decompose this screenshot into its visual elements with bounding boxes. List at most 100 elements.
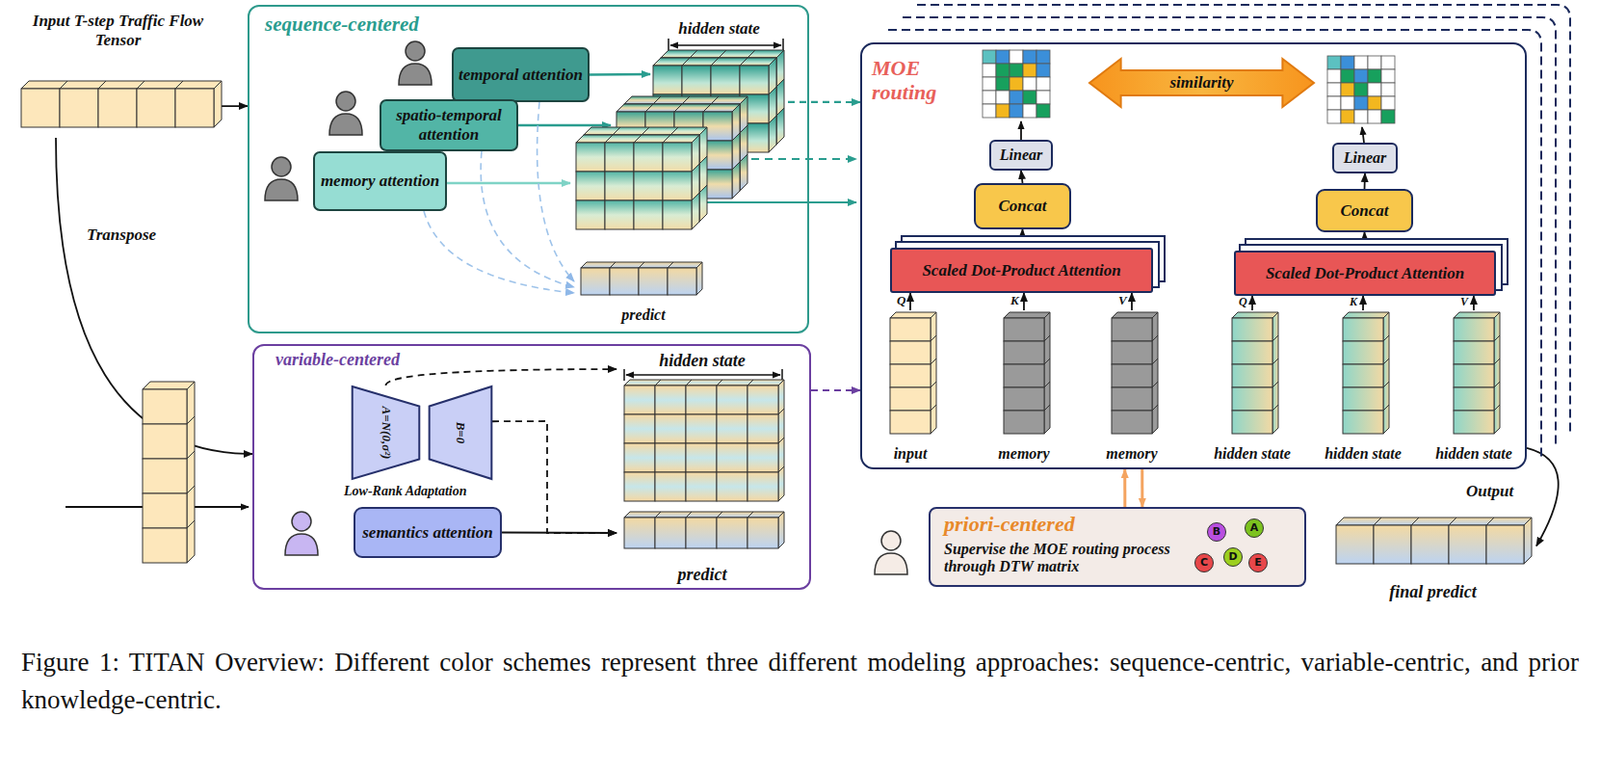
routing-matrix	[982, 50, 1050, 118]
matrix-cell	[1354, 96, 1368, 110]
cube-face	[655, 517, 686, 549]
bracket	[670, 44, 782, 47]
matrix-cell	[1327, 69, 1341, 83]
matrix-cell	[1367, 69, 1382, 83]
matrix-cell	[982, 77, 997, 91]
cube-face	[685, 385, 717, 415]
cube-top	[142, 381, 195, 390]
outline	[352, 386, 420, 479]
part-label: Low-Rank Adaptation	[343, 484, 467, 499]
matrix-cell	[1009, 90, 1023, 105]
node-label: A	[1250, 522, 1260, 535]
cube-face	[747, 443, 779, 473]
cube-face	[624, 472, 656, 501]
cube-side	[1383, 404, 1390, 434]
sequence-panel: sequence-centeredtemporal attentionspati…	[247, 4, 810, 334]
connector	[1251, 295, 1254, 311]
cube-face	[633, 200, 663, 230]
dashed-curve	[537, 102, 575, 282]
cube-face	[685, 443, 717, 473]
cube-face	[1111, 317, 1153, 341]
connector	[909, 292, 912, 311]
connector	[1021, 170, 1023, 184]
token-column: hidden state	[1314, 310, 1412, 463]
cube-face	[1342, 340, 1384, 365]
edge-label: Output	[1464, 481, 1516, 501]
matrix-cell	[1036, 104, 1050, 118]
matrix-cell	[1340, 69, 1355, 83]
cube-side	[776, 107, 785, 145]
person-icon	[264, 157, 298, 201]
cube-face	[576, 171, 605, 201]
graph-vertex: B	[1206, 522, 1227, 542]
matrix-cell	[1354, 82, 1368, 97]
node-label: predict	[576, 306, 711, 324]
node-label: Linear	[1343, 149, 1387, 167]
qkv-label: V	[1118, 293, 1128, 307]
matrix-cell	[982, 50, 997, 64]
cube-face	[890, 317, 931, 341]
predict-bar: predict	[616, 507, 788, 585]
matrix-cell	[1009, 50, 1023, 64]
predict-bar	[580, 262, 703, 295]
cube-face	[1373, 524, 1412, 564]
cube-side	[696, 262, 703, 295]
final-predict: final predict	[1329, 515, 1537, 603]
variable-panel: variable-centeredA=N(0,σ²)B=0semantics a…	[252, 343, 812, 590]
cube-face	[1342, 317, 1384, 341]
cube-face	[1232, 340, 1273, 365]
node-label: hidden state	[1314, 445, 1412, 463]
matrix-cell	[996, 90, 1010, 105]
cube-side	[1152, 404, 1158, 434]
node-label: Input T-step Traffic Flow Tensor	[14, 11, 222, 50]
token-column: hidden state	[1425, 310, 1522, 463]
cube-face	[716, 385, 748, 415]
connector	[501, 531, 617, 534]
cube-side	[699, 184, 708, 222]
matrix-cell	[1327, 109, 1341, 124]
matrix-cell	[1381, 109, 1395, 124]
matrix-cell	[1340, 55, 1355, 70]
cube-face	[890, 410, 931, 434]
cube-face	[1003, 387, 1045, 411]
matrix-cell	[1036, 63, 1050, 78]
cube-side	[691, 192, 700, 230]
node-label: hidden state	[1425, 445, 1522, 463]
matrix-cell	[1354, 55, 1368, 70]
cube-face	[1111, 340, 1153, 365]
lora-matrix: B=0	[428, 385, 493, 480]
cube-face	[667, 267, 697, 295]
node-label: Linear	[999, 146, 1043, 164]
matrix-cell	[982, 104, 997, 118]
matrix-cell	[1327, 82, 1341, 97]
arrow	[703, 201, 857, 204]
matrix-cell	[1340, 96, 1355, 110]
matrix-cell	[982, 90, 997, 105]
connector	[1362, 295, 1364, 311]
connector	[1123, 469, 1127, 507]
cube-face	[1232, 410, 1273, 434]
bracket	[624, 368, 783, 381]
person-icon	[329, 91, 363, 135]
person-icon	[874, 530, 908, 575]
node-label: Concat	[997, 196, 1047, 216]
outline	[429, 386, 493, 479]
connector	[811, 389, 861, 392]
node-label: priori-centered	[944, 511, 1076, 536]
cube-face	[716, 443, 748, 473]
matrix-cell	[1009, 104, 1023, 118]
cube-face	[1342, 387, 1384, 411]
node-label: memory	[990, 445, 1058, 463]
cube-face	[1448, 524, 1487, 564]
matrix-cell	[1340, 82, 1355, 97]
connector	[787, 101, 861, 104]
predict-bar	[624, 511, 785, 549]
linear-box: Linear	[1332, 142, 1398, 174]
cube-face	[739, 65, 769, 95]
node-label: C	[1200, 556, 1208, 570]
node-label: B=0	[453, 421, 469, 445]
arrow	[446, 182, 571, 185]
cube-face	[685, 414, 717, 444]
attention-box: memory attention	[313, 151, 447, 211]
cube-top	[1453, 312, 1500, 318]
